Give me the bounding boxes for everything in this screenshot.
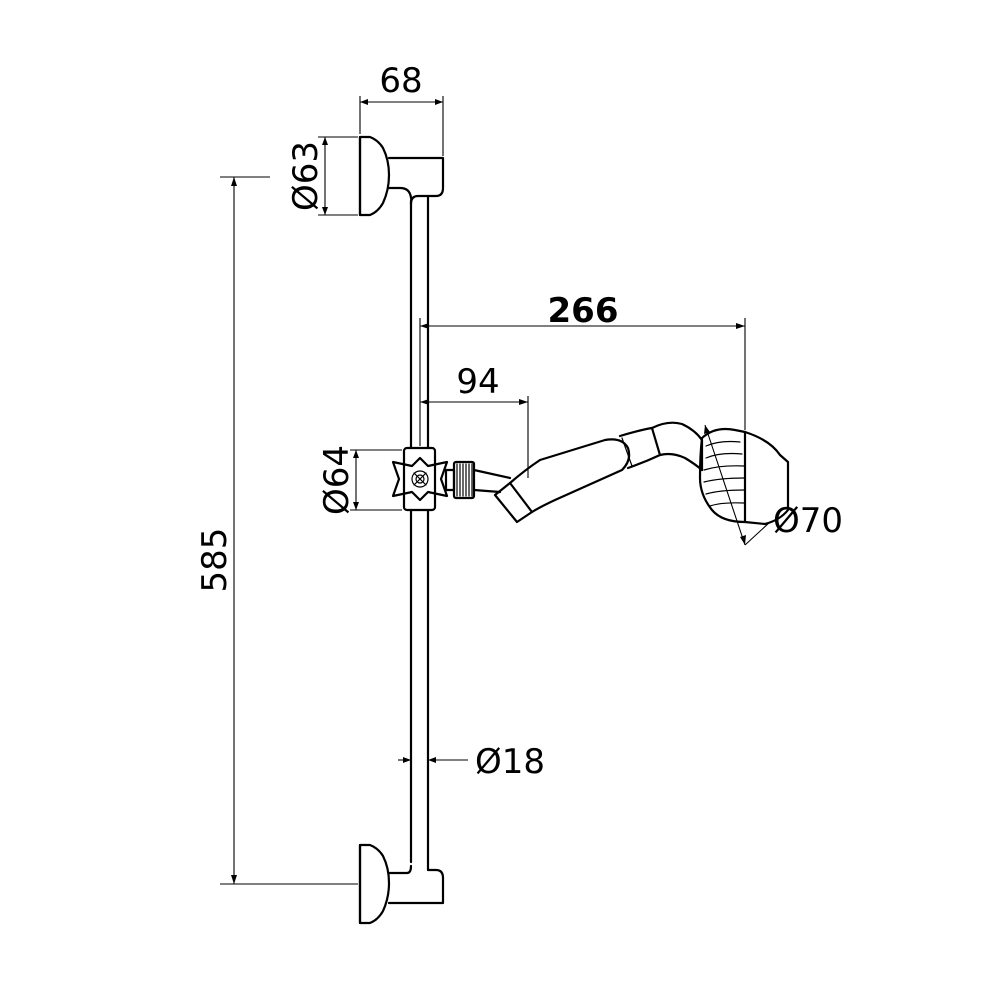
dim-slider-diameter-label: Ø64 <box>317 445 357 515</box>
dim-slider-diameter <box>350 449 402 511</box>
top-wall-bracket <box>358 135 445 217</box>
dim-bracket-diameter <box>318 136 358 216</box>
dim-head-reach <box>419 318 746 446</box>
rail <box>409 194 430 864</box>
dim-bracket-diameter-label: Ø63 <box>286 141 326 211</box>
dim-bracket-projection <box>359 96 444 156</box>
slider-block <box>391 446 449 512</box>
dim-overall-length <box>220 176 358 885</box>
dim-head-diameter <box>704 424 771 546</box>
dim-overall-length-label: 585 <box>195 528 235 593</box>
dim-head-diameter-label: Ø70 <box>773 501 843 541</box>
dim-head-reach-label: 266 <box>548 291 619 331</box>
shower-head <box>698 427 790 526</box>
dim-bracket-projection-label: 68 <box>379 61 422 101</box>
dim-rail-diameter <box>398 757 468 763</box>
knurled-connector <box>444 460 512 500</box>
dim-riser-offset <box>420 396 529 478</box>
dim-riser-offset-label: 94 <box>456 362 499 402</box>
handset <box>493 421 704 524</box>
dim-rail-diameter-label: Ø18 <box>475 742 545 782</box>
bottom-wall-bracket <box>358 843 445 925</box>
